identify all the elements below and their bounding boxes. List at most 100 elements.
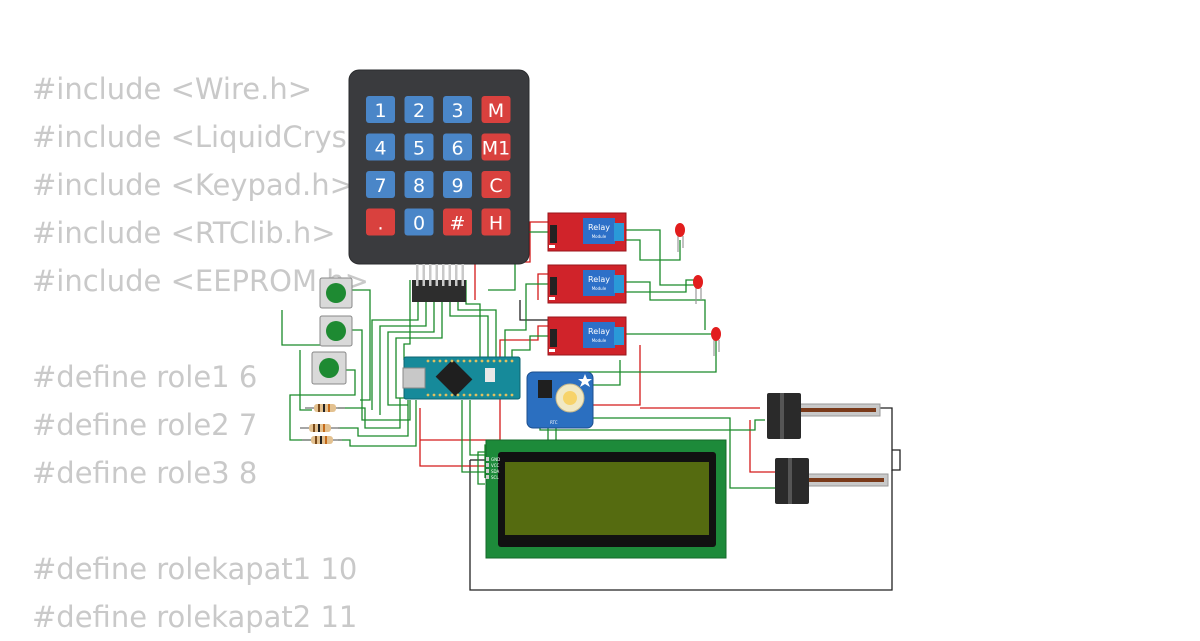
keypad-key-face xyxy=(481,133,511,161)
battery-center xyxy=(563,391,577,405)
keypad-key-label: M xyxy=(488,100,504,122)
nano-pin xyxy=(510,393,514,397)
code-line: #include <Wire.h> xyxy=(32,72,313,106)
relay-sublabel: Module xyxy=(592,234,607,239)
keypad-key[interactable]: C xyxy=(481,171,511,198)
keypad-key[interactable]: H xyxy=(481,208,511,236)
keypad-key-label: 9 xyxy=(451,175,463,197)
nano-pin xyxy=(432,359,436,363)
wire-green-keypad-7 xyxy=(465,280,481,360)
keypad-key-face xyxy=(404,133,434,161)
lcd-pin xyxy=(486,463,489,467)
keypad-key[interactable]: M xyxy=(481,96,511,123)
keypad-pin xyxy=(461,264,464,286)
code-background: #include <Wire.h>#include <LiquidCrys#in… xyxy=(32,65,369,641)
rtc-label: RTC xyxy=(550,420,558,425)
keypad-key[interactable]: 0 xyxy=(404,208,434,236)
keypad-key[interactable]: 8 xyxy=(404,171,434,198)
keypad-key[interactable]: 7 xyxy=(366,171,395,198)
relay-block xyxy=(583,218,615,244)
keypad-pin xyxy=(455,264,458,286)
push-button-2[interactable] xyxy=(319,315,353,347)
keypad-key[interactable]: M1 xyxy=(481,133,511,161)
wire-black-pot-gnd xyxy=(880,407,901,471)
nano-pin xyxy=(444,393,448,397)
keypad-key[interactable]: 5 xyxy=(404,133,434,161)
wire-green-button2 xyxy=(350,329,411,421)
nano-pin xyxy=(450,359,454,363)
push-button-2-cap xyxy=(326,321,346,341)
slide-potentiometer-1[interactable] xyxy=(767,393,881,439)
nano-pin xyxy=(498,359,502,363)
nano-pin xyxy=(480,359,484,363)
keypad-key-label: C xyxy=(489,175,502,197)
code-line: #define rolekapat2 11 xyxy=(32,600,358,634)
resistor-1 xyxy=(305,404,345,412)
keypad-key[interactable]: 3 xyxy=(443,96,472,123)
nano-pin xyxy=(468,359,472,363)
keypad-key-face xyxy=(404,208,434,236)
wire-red-relay3-vcc xyxy=(499,325,548,360)
keypad-pin xyxy=(435,264,438,286)
led-1-bulb xyxy=(675,223,685,237)
keypad-key[interactable]: . xyxy=(366,208,395,236)
star-icon xyxy=(578,374,592,387)
relay-terminal xyxy=(614,223,624,241)
lcd-pin-label: SCL xyxy=(491,475,499,480)
keypad-key[interactable]: 6 xyxy=(443,133,472,161)
nano-pin xyxy=(462,359,466,363)
keypad-key-label: 8 xyxy=(413,175,425,197)
keypad-key-face xyxy=(366,96,395,123)
nano-pin xyxy=(426,393,430,397)
relay-sublabel: Module xyxy=(592,286,607,291)
keypad-key-face xyxy=(443,133,472,161)
keypad-key-face xyxy=(443,171,472,198)
reset-button xyxy=(485,368,495,382)
keypad-key-face xyxy=(481,171,511,198)
lcd-pin xyxy=(486,469,489,473)
rtc-chip xyxy=(538,380,552,398)
wire-green-button-gnd xyxy=(281,310,320,346)
wire-green-relay2-in xyxy=(504,283,548,360)
keypad-key-face xyxy=(481,96,511,123)
lcd-screen xyxy=(505,462,709,535)
keypad-key[interactable]: # xyxy=(443,208,472,236)
push-button-3[interactable] xyxy=(311,351,347,385)
nano-pin xyxy=(468,393,472,397)
resistor-3 xyxy=(302,436,342,444)
keypad-key-face xyxy=(481,208,511,236)
led-1 xyxy=(675,223,685,252)
lcd-pin xyxy=(486,457,489,461)
wire-green-keypad-2 xyxy=(379,280,427,415)
led-3 xyxy=(711,327,721,356)
nano-pin xyxy=(504,359,508,363)
keypad-key[interactable]: 4 xyxy=(366,133,395,161)
wire-green-resistor1 xyxy=(338,398,401,429)
nano-pins xyxy=(426,359,514,397)
rtc-module: RTC xyxy=(526,371,594,429)
nano-pin xyxy=(474,393,478,397)
push-button-1[interactable] xyxy=(319,277,353,309)
wire-green-pot2 xyxy=(560,417,775,489)
nano-pin xyxy=(498,393,502,397)
code-line: #include <LiquidCrys xyxy=(32,120,347,154)
slide-potentiometer-2[interactable] xyxy=(775,458,889,504)
nano-pin xyxy=(486,359,490,363)
nano-pin xyxy=(504,393,508,397)
wire-green-lcd-scl xyxy=(477,410,557,485)
keypad-key-label: 6 xyxy=(451,138,463,160)
led-2 xyxy=(693,275,703,304)
keypad-connector xyxy=(412,280,466,302)
relay-label: Relay xyxy=(588,327,610,336)
keypad-pin xyxy=(422,264,425,286)
keypad-key[interactable]: 2 xyxy=(404,96,434,123)
keypad-key-face xyxy=(366,208,395,236)
keypad-key-face xyxy=(366,171,395,198)
wire-green-button1 xyxy=(350,289,371,401)
keypad-key-label: 2 xyxy=(413,100,425,122)
keypad-key[interactable]: 1 xyxy=(366,96,395,123)
keypad-key[interactable]: 9 xyxy=(443,171,472,198)
